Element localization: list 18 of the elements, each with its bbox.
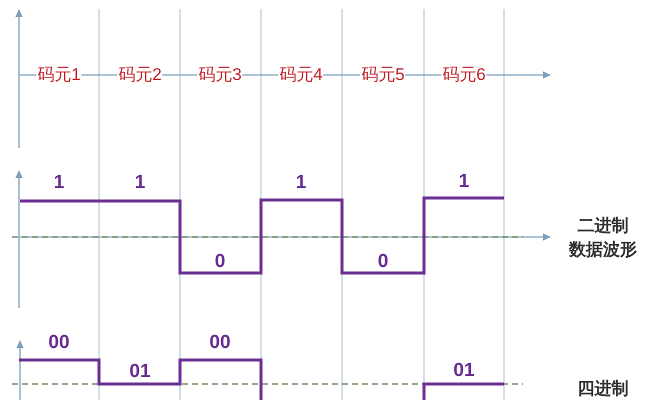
value-label: 1 <box>54 173 64 193</box>
symbol-label: 码元2 <box>117 66 163 84</box>
waveform-label: 二进制数据波形 <box>568 215 638 261</box>
value-label: 1 <box>296 173 306 193</box>
value-label: 1 <box>458 172 470 192</box>
value-label: 00 <box>48 333 70 353</box>
symbol-label: 码元4 <box>278 66 324 84</box>
symbol-label: 码元1 <box>36 66 82 84</box>
value-label: 00 <box>209 333 231 353</box>
symbol-label: 码元6 <box>441 66 487 84</box>
value-label: 0 <box>214 252 226 272</box>
value-label: 01 <box>129 362 151 382</box>
symbol-label: 码元5 <box>360 66 406 84</box>
waveform-label: 四进制 <box>578 378 628 400</box>
symbol-label: 码元3 <box>197 66 243 84</box>
value-label: 01 <box>453 361 475 381</box>
value-label: 1 <box>134 173 146 193</box>
value-label: 0 <box>378 252 388 272</box>
